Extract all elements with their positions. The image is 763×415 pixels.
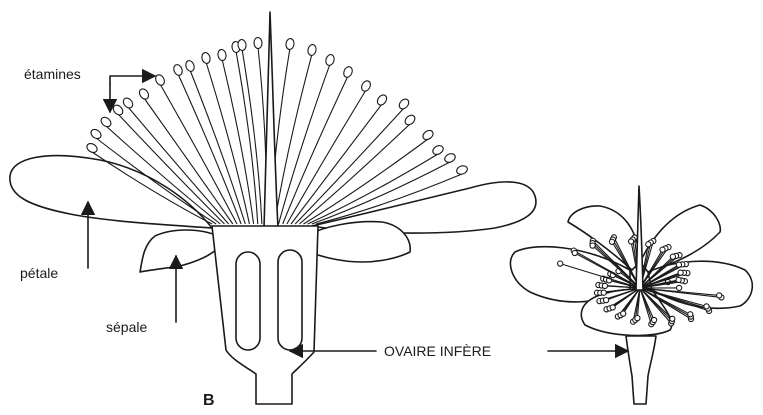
cluster-anther	[610, 305, 615, 310]
stamen-anther	[455, 164, 468, 175]
stamen-anther	[431, 144, 445, 156]
cluster-anther	[660, 247, 665, 252]
cluster-anther	[670, 316, 675, 321]
cluster-anther	[558, 261, 563, 266]
label-stamens: étamines	[24, 66, 81, 82]
cluster-anther	[676, 262, 681, 267]
stamen-anther	[342, 65, 354, 78]
stamen-anther	[376, 93, 389, 107]
cluster-anther	[676, 277, 681, 282]
stamen-anther	[403, 113, 416, 126]
cluster-anther	[590, 243, 595, 248]
stamen-anther	[217, 49, 227, 61]
stamen-anther	[325, 54, 336, 67]
cluster-anther	[635, 316, 640, 321]
small-stalk	[626, 336, 656, 404]
stamen-filament	[279, 64, 330, 224]
small-style	[636, 186, 643, 290]
cluster-anther	[602, 283, 607, 288]
cluster-anther	[621, 311, 626, 316]
stamen-anther	[138, 87, 151, 101]
cluster-anther	[677, 285, 682, 290]
stamen-anther	[99, 115, 113, 128]
cluster-anther	[670, 254, 675, 259]
cluster-anther	[572, 250, 577, 255]
stamen-anther	[397, 97, 410, 111]
left-sepal	[140, 230, 218, 272]
stamen-anther	[89, 128, 103, 141]
stamen-anther	[154, 73, 166, 86]
cluster-anther	[688, 312, 693, 317]
label-petal: pétale	[20, 265, 58, 281]
label-sepal: sépale	[106, 319, 147, 335]
flower-external-view	[510, 186, 752, 404]
stamen-anther	[360, 79, 372, 93]
stamen-anther	[85, 142, 99, 155]
figure-letter: B	[203, 392, 215, 409]
stamen-filament	[206, 62, 249, 224]
stamen-anther	[443, 152, 456, 164]
stamen-anther	[172, 63, 184, 76]
stamen-anther	[121, 96, 134, 110]
cluster-anther	[646, 242, 651, 247]
stamen-anther	[307, 44, 317, 56]
stamen-anther	[111, 103, 124, 117]
cluster-anther	[704, 304, 709, 309]
cluster-anther	[629, 239, 634, 244]
stamen-filament	[291, 104, 382, 224]
label-ovary: OVAIRE INFÈRE	[384, 343, 491, 359]
stamens-annotation: étamines	[24, 66, 155, 112]
ovary-annotation: OVAIRE INFÈRE	[290, 343, 628, 359]
stamen-anther	[254, 37, 262, 48]
cluster-anther	[609, 239, 614, 244]
stamen-anther	[421, 129, 435, 142]
cluster-anther	[652, 317, 657, 322]
cluster-anther	[717, 293, 722, 298]
cluster-anther	[604, 298, 609, 303]
style	[264, 12, 278, 228]
cluster-anther	[678, 270, 683, 275]
stamen-filament	[190, 70, 245, 224]
stamen-anther	[201, 52, 212, 65]
stamen-anther	[184, 59, 195, 72]
cluster-anther	[601, 290, 606, 295]
stamen-filament	[242, 49, 262, 224]
stamen-anther	[285, 38, 294, 50]
stamen-filament	[295, 108, 404, 224]
arrow-stamens-right	[110, 76, 155, 84]
